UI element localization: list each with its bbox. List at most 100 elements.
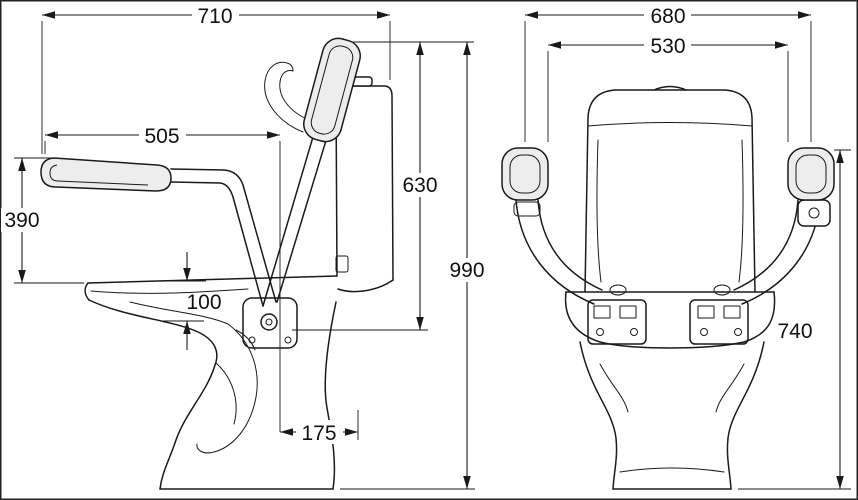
dim-505: 505 [45, 123, 280, 148]
toilet-side-profile [84, 76, 394, 490]
armrest-pad [40, 157, 172, 192]
label-mask [442, 258, 492, 282]
bowl-pedestal-outline [88, 299, 218, 490]
dim-710: 710 [42, 3, 390, 28]
armrest-bar [733, 199, 799, 291]
pivot-bolt-center [265, 318, 273, 326]
armrest-front-left [501, 147, 603, 305]
seat-inner-line [90, 288, 249, 294]
cistern-fitting [335, 255, 349, 273]
bracket-detail [593, 305, 611, 319]
dim-label-680: 680 [650, 5, 685, 28]
label-mask [296, 420, 343, 444]
pedestal-right-outline [726, 341, 765, 490]
armrest-bar-top [170, 168, 277, 303]
cistern-lid-seam [587, 122, 753, 127]
trap-curve [196, 323, 258, 454]
pedestal-inner-curve [599, 363, 629, 413]
release-knob [797, 199, 831, 227]
bowl-inner-curve [129, 301, 229, 325]
pedestal-left-outline [579, 341, 618, 490]
raised-armrest-pad [303, 37, 361, 143]
dim-740: 740 [777, 150, 844, 489]
armrest-pad-contour [49, 164, 149, 186]
label-mask [1, 208, 44, 232]
grip-hook-inner [279, 70, 310, 121]
bracket-detail [697, 305, 715, 319]
hinge-cap [713, 284, 731, 296]
front-view: 680 530 740 [501, 3, 851, 490]
armrest-pad-contour [795, 154, 827, 194]
release-knob-center [808, 207, 820, 219]
dim-label-530: 530 [650, 35, 685, 58]
armrest-pad [501, 147, 549, 201]
bracket-bolt [630, 328, 638, 336]
bracket-detail [723, 305, 741, 319]
seat-band-outline [564, 291, 776, 349]
armrest-raised [262, 37, 361, 307]
dim-label-100: 100 [186, 291, 221, 314]
label-mask [644, 3, 691, 27]
dim-630: 630 [395, 42, 445, 330]
bracket-body [242, 297, 298, 349]
dim-390: 390 [1, 158, 44, 283]
label-mask [192, 3, 239, 27]
seat-top-line [87, 275, 338, 284]
armrest-bar [537, 199, 603, 291]
bracket-detail [619, 305, 637, 319]
grip-hook-end [286, 62, 294, 72]
trap-inner-curve [215, 362, 237, 425]
dim-label-740: 740 [777, 320, 812, 343]
dim-175: 175 [280, 420, 358, 445]
front-extension-lines [524, 21, 851, 490]
dim-label-990: 990 [449, 259, 484, 282]
pivot-bracket [242, 297, 298, 349]
bracket-bolt [596, 328, 604, 336]
dim-label-390: 390 [4, 209, 39, 232]
flush-button-front [653, 85, 687, 91]
rim-front-outline [84, 282, 90, 301]
label-mask [644, 33, 691, 57]
pivot-bolt [260, 313, 278, 331]
armrest-front-right [733, 147, 835, 305]
pedestal-back-outline [324, 301, 337, 490]
bracket-right [689, 299, 749, 345]
dim-label-505: 505 [144, 125, 179, 148]
cistern-front-outline [584, 89, 756, 293]
dim-100: 100 [183, 252, 222, 350]
armrest-bar-bottom [170, 181, 264, 307]
dim-label-710: 710 [197, 5, 232, 28]
mounting-brackets [587, 299, 749, 345]
raised-bar-left [262, 119, 319, 307]
water-line-curve [235, 329, 256, 351]
side-extension-lines [14, 21, 475, 490]
dim-530: 530 [548, 33, 788, 58]
dim-label-630: 630 [402, 174, 437, 197]
label-mask [139, 123, 186, 147]
toilet-front [564, 85, 776, 490]
armrest-joint [513, 201, 541, 217]
label-mask [395, 173, 445, 197]
bracket-bolt [700, 328, 708, 336]
armrest-pad-contour [509, 154, 541, 194]
bracket-bolt [734, 328, 742, 336]
cistern-side-contour [596, 139, 602, 283]
hinge-cap [609, 284, 627, 296]
cistern-side-contour [738, 139, 744, 283]
dim-label-175: 175 [301, 422, 336, 445]
bracket-screw [284, 336, 292, 344]
armrest-pad [787, 147, 835, 201]
raised-bar-right [276, 123, 332, 303]
armrest-lowered [40, 157, 277, 307]
side-view: 710 505 390 100 175 630 [1, 3, 492, 490]
dim-990: 990 [442, 42, 492, 489]
dim-680: 680 [525, 3, 811, 28]
raised-armrest-pad-contour [310, 45, 354, 135]
cistern-bottom-line [337, 279, 394, 293]
bracket-left [587, 299, 647, 345]
pedestal-foot-line [619, 467, 725, 473]
bracket-screw [248, 336, 256, 344]
